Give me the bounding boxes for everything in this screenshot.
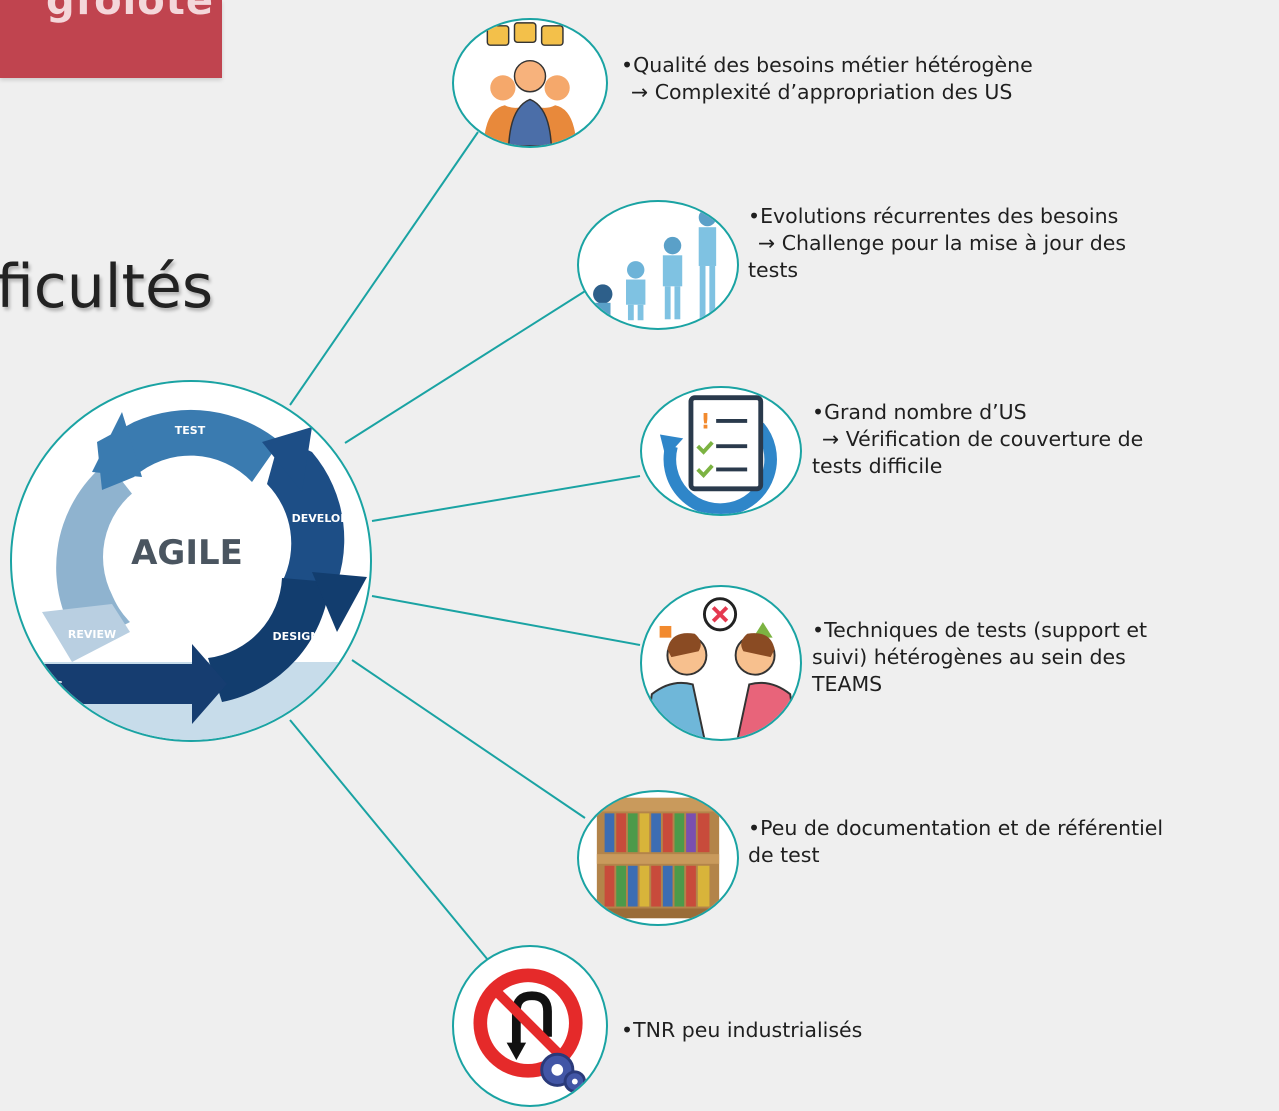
item-3-line-2: → Vérification de couverture de — [822, 427, 1144, 451]
item-text-test-techniques: •Techniques de tests (support et suivi) … — [812, 617, 1147, 698]
node-us-count: ! — [640, 386, 802, 516]
checklist-refresh-icon: ! — [659, 395, 777, 514]
stage-develop-label: DEVELOP — [292, 512, 349, 525]
item-5-line-1: •Peu de documentation et de référentiel — [748, 816, 1164, 840]
node-business-needs — [452, 18, 608, 148]
robot-evolution-icon — [593, 208, 717, 321]
stage-test-label: TEST — [175, 424, 206, 437]
item-2-line-2: → Challenge pour la mise à jour des — [758, 231, 1126, 255]
agile-cycle-diagram: AGILE TEST DEVELOP DESIGN REVIEW DEPLOY … — [10, 380, 372, 742]
slide-title: ficultés — [0, 252, 214, 322]
item-4-line-2: suivi) hétérogènes au sein des — [812, 645, 1126, 669]
item-2-line-1: •Evolutions récurrentes des besoins — [748, 204, 1119, 228]
item-6-line-1: •TNR peu industrialisés — [621, 1018, 863, 1042]
stage-deploy-label: DEPLOY — [16, 512, 65, 525]
bookshelf-icon — [596, 797, 720, 919]
confused-team-icon — [483, 22, 577, 146]
node-documentation — [577, 790, 739, 926]
svg-text:!: ! — [701, 410, 711, 435]
item-text-regression-tests: •TNR peu industrialisés — [621, 1017, 862, 1044]
no-u-turn-icon — [473, 968, 587, 1093]
item-5-line-2: de test — [748, 843, 820, 867]
item-4-line-3: TEAMS — [812, 672, 883, 696]
node-test-techniques — [640, 585, 802, 741]
item-text-business-needs: •Qualité des besoins métier hétérogène →… — [621, 52, 1033, 106]
node-needs-evolution — [577, 200, 739, 330]
brand-logo: gfolote — [0, 0, 222, 78]
item-3-line-1: •Grand nombre d’US — [812, 400, 1027, 424]
item-text-us-count: •Grand nombre d’US → Vérification de cou… — [812, 399, 1143, 480]
brand-logo-text: gfolote — [46, 0, 214, 24]
item-2-line-3: tests — [748, 258, 799, 282]
stage-requirements-label: ENTS — [31, 679, 63, 692]
node-regression-tests — [452, 945, 608, 1107]
item-text-documentation: •Peu de documentation et de référentiel … — [748, 815, 1163, 869]
agile-cycle-icon: AGILE TEST DEVELOP DESIGN REVIEW DEPLOY … — [12, 409, 370, 740]
item-4-line-1: •Techniques de tests (support et — [812, 618, 1148, 642]
item-3-line-3: tests difficile — [812, 454, 943, 478]
stage-design-label: DESIGN — [273, 630, 320, 643]
agile-label: AGILE — [131, 533, 243, 573]
item-1-line-2: → Complexité d’appropriation des US — [631, 80, 1013, 104]
item-text-needs-evolution: •Evolutions récurrentes des besoins → Ch… — [748, 203, 1126, 284]
item-1-line-1: •Qualité des besoins métier hétérogène — [621, 53, 1033, 77]
disagreement-icon — [644, 597, 798, 739]
stage-review-label: REVIEW — [68, 628, 116, 641]
